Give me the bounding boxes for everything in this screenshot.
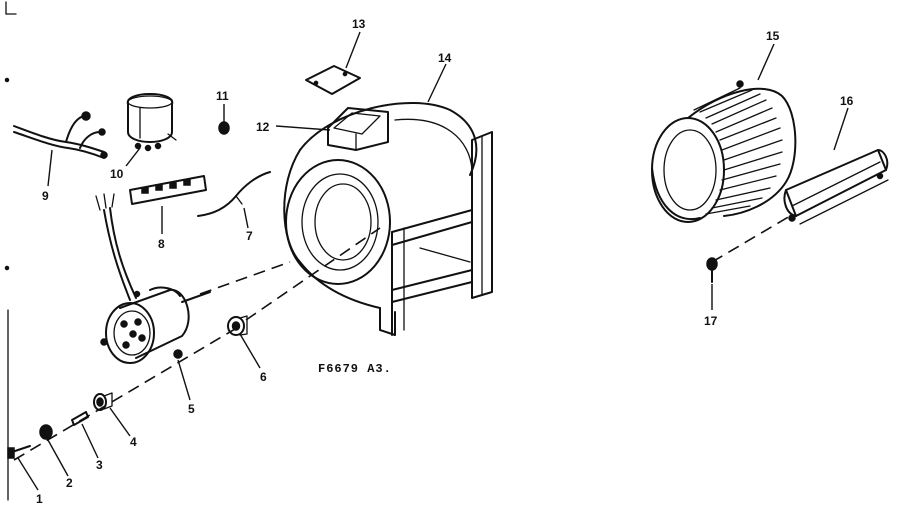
capacitor	[126, 93, 177, 152]
hardware-parts	[7, 315, 248, 459]
callout-1: 1	[36, 492, 43, 506]
callout-7: 7	[246, 229, 253, 243]
callout-13: 13	[352, 17, 366, 31]
screw	[218, 121, 230, 135]
drawing-reference-code: F6679 A3.	[318, 362, 392, 376]
assembly-center-lines	[13, 215, 791, 461]
blower-motor	[95, 193, 211, 364]
page-edge-marks	[4, 1, 17, 501]
cover-plate	[305, 65, 361, 95]
callout-8: 8	[158, 237, 165, 251]
callout-4: 4	[130, 435, 137, 449]
callout-15: 15	[766, 29, 780, 43]
callout-17: 17	[704, 314, 718, 328]
wheel-blades	[693, 87, 783, 215]
callout-10: 10	[110, 167, 124, 181]
cutoff-plate	[783, 149, 889, 225]
terminal-strip	[129, 175, 207, 205]
wire-lead	[197, 171, 271, 217]
callout-6: 6	[260, 370, 267, 384]
callout-2: 2	[66, 476, 73, 490]
blower-wheel	[651, 80, 797, 223]
wire-harness	[13, 111, 108, 159]
blower-housing	[283, 102, 493, 336]
leader-lines	[17, 31, 849, 491]
callout-5: 5	[188, 402, 195, 416]
callout-14: 14	[438, 51, 452, 65]
callout-12: 12	[256, 120, 270, 134]
callout-3: 3	[96, 458, 103, 472]
callout-16: 16	[840, 94, 854, 108]
callout-11: 11	[216, 89, 229, 103]
callout-labels: 1 2 3 4 5 6 7 8 9 10 11 12 13 14 15 16 1…	[36, 17, 854, 506]
callout-9: 9	[42, 189, 49, 203]
